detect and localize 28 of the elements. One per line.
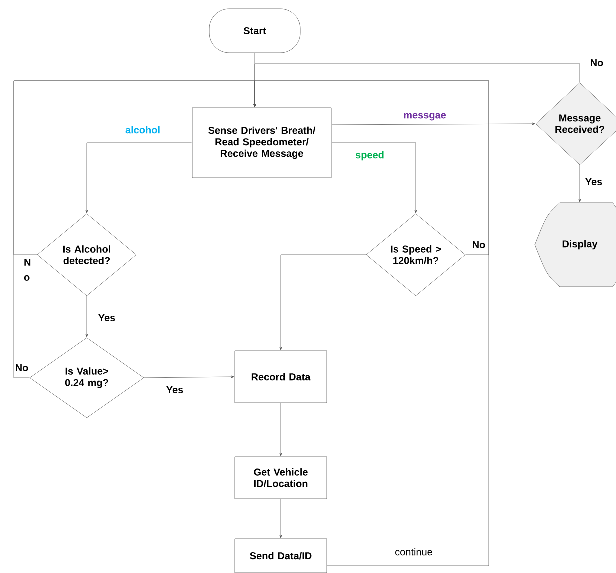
edge-label: Yes [584, 178, 604, 186]
display-shape: Display [534, 202, 616, 288]
arrow [280, 403, 282, 456]
process-box: Get Vehicle ID/Location [234, 456, 328, 500]
start-terminal: Start [209, 8, 301, 54]
arrow [332, 142, 418, 214]
arrow [280, 499, 282, 538]
process-box: Send Data/ID [234, 538, 328, 573]
edge-label: Yes [165, 386, 185, 394]
process-box: Record Data [234, 350, 328, 404]
arrow [86, 296, 88, 338]
arrow [86, 142, 192, 214]
edge-label: No [589, 58, 605, 68]
edge-label: N o [23, 258, 31, 282]
arrow [144, 376, 234, 378]
edge-label: messgae [402, 112, 448, 122]
process-box: Sense Drivers' Breath/ Read Speedometer/ Receive Message [192, 108, 332, 178]
edge-label: speed [354, 150, 386, 162]
edge-label: continue [394, 547, 434, 557]
edge-label: Yes [97, 314, 117, 322]
arrow [280, 254, 366, 350]
arrow [578, 165, 582, 202]
edge-label: alcohol [124, 125, 162, 135]
edge-label: No [471, 240, 487, 250]
arrow [254, 80, 490, 566]
arrow [332, 122, 536, 126]
edge-label: No [14, 364, 30, 372]
arrow [14, 80, 256, 378]
